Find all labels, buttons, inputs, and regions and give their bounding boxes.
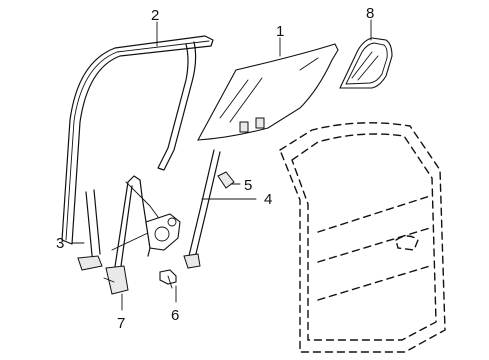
callout-6: 6 <box>171 307 179 324</box>
part-5-clip <box>217 171 235 189</box>
callout-4: 4 <box>264 191 272 208</box>
part-6-bolt <box>159 269 177 289</box>
part-2-glass-run-channel <box>61 35 214 245</box>
part-4-glass-guide <box>183 149 221 269</box>
callout-7: 7 <box>117 315 125 332</box>
callouts: 2 1 8 3 4 5 6 7 <box>56 5 374 332</box>
callout-3: 3 <box>56 235 64 252</box>
part-1-door-glass <box>197 43 339 141</box>
part-3-rear-channel <box>77 189 103 271</box>
callout-1: 1 <box>276 23 284 40</box>
callout-5: 5 <box>244 177 252 194</box>
leader-lines <box>71 19 372 311</box>
callout-8: 8 <box>366 5 374 22</box>
callout-2: 2 <box>151 7 159 24</box>
part-8-quarter-glass <box>339 37 393 89</box>
rear-door-panel <box>279 122 446 353</box>
part-7-window-regulator <box>103 175 181 295</box>
